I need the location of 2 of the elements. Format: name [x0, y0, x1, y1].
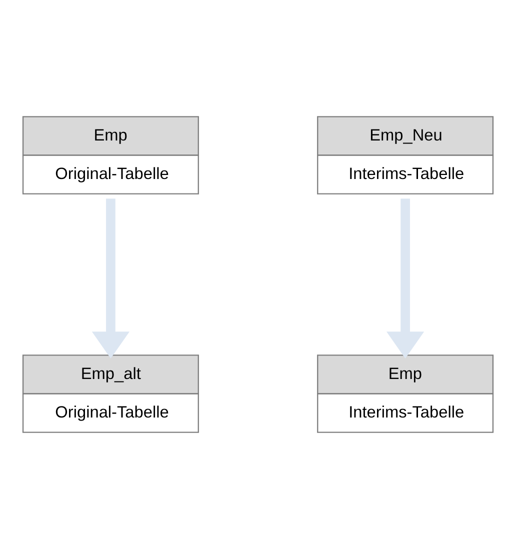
arrow — [91, 198, 129, 358]
arrow — [386, 198, 424, 358]
